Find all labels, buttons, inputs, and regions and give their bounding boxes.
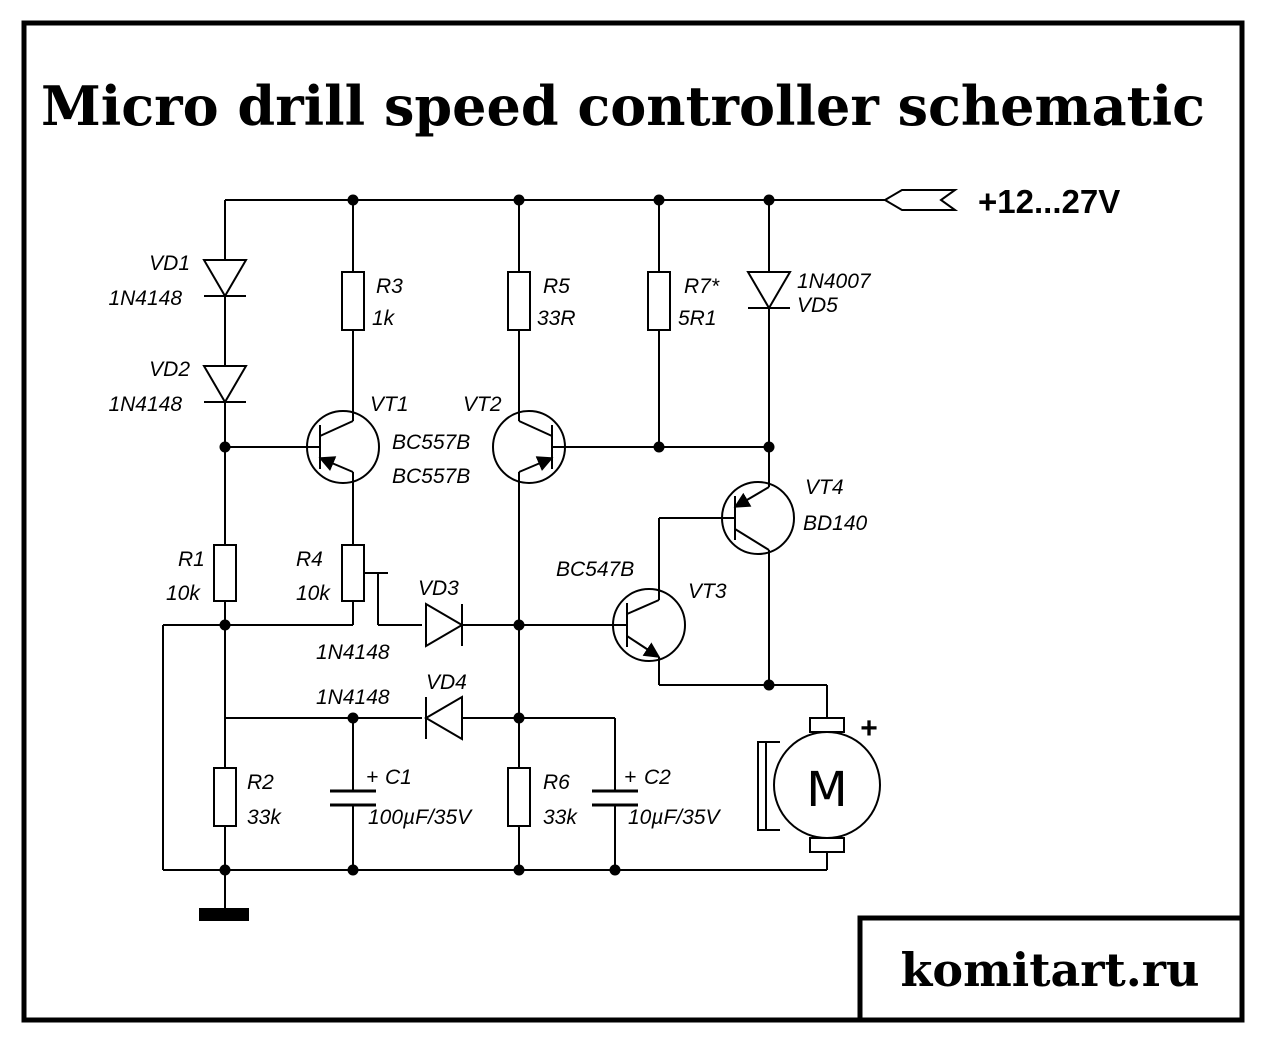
vd3-ref: VD3 (418, 577, 459, 600)
r1-value: 10k (166, 582, 201, 605)
c2-ref: C2 (644, 766, 671, 789)
vt1-value: BC557B (392, 431, 470, 454)
r4-ref: R4 (296, 548, 323, 571)
resistor-r3 (341, 271, 365, 331)
motor-plus: + (860, 712, 878, 745)
transistor-vt4 (721, 481, 795, 555)
r4-value: 10k (296, 582, 331, 605)
vd5-ref: VD5 (797, 294, 838, 317)
r6-ref: R6 (543, 771, 570, 794)
r5-ref: R5 (543, 275, 570, 298)
diode-vd4 (424, 695, 463, 741)
supply-connector (883, 189, 959, 211)
vt2-value: BC557B (392, 465, 470, 488)
r6-value: 33k (543, 806, 578, 829)
diode-vd2 (202, 365, 248, 404)
transistor-vt2 (492, 410, 566, 484)
vd4-value: 1N4148 (316, 686, 390, 709)
resistor-r6 (507, 767, 531, 827)
r5-value: 33R (537, 307, 576, 330)
vd2-ref: VD2 (149, 358, 190, 381)
vd4-ref: VD4 (426, 671, 467, 694)
motor (757, 717, 881, 853)
vt4-value: BD140 (803, 512, 868, 535)
resistor-r2 (213, 767, 237, 827)
r7-ref: R7* (684, 275, 720, 298)
diagram-title: Micro drill speed controller schematic (41, 74, 1205, 138)
vt3-ref: VT3 (688, 580, 727, 603)
website-label: komitart.ru (901, 943, 1200, 997)
capacitor-c2 (592, 789, 638, 807)
resistor-r1 (213, 544, 237, 602)
vt2-ref: VT2 (463, 393, 502, 416)
outer-frame (21, 20, 1245, 1023)
c2-value: 10µF/35V (628, 806, 721, 829)
supply-voltage-label: +12...27V (978, 183, 1120, 220)
junction-dots (219, 194, 775, 876)
r2-ref: R2 (247, 771, 274, 794)
c1-value: 100µF/35V (368, 806, 473, 829)
vd3-value: 1N4148 (316, 641, 390, 664)
potentiometer-r4 (341, 544, 365, 602)
r1-ref: R1 (178, 548, 205, 571)
resistor-r5 (507, 271, 531, 331)
diode-vd5 (746, 271, 792, 310)
vt3-value: BC547B (556, 558, 634, 581)
c2-polarity: + (624, 766, 636, 789)
vd1-ref: VD1 (149, 252, 190, 275)
transistor-vt3 (612, 588, 686, 662)
website-box-frame (857, 915, 1242, 1020)
diode-vd1 (202, 259, 248, 298)
motor-symbol: M (806, 762, 847, 818)
c1-polarity: + (366, 766, 378, 789)
r7-value: 5R1 (678, 307, 717, 330)
vt4-ref: VT4 (805, 476, 844, 499)
transistor-vt1 (306, 410, 380, 484)
vd5-value: 1N4007 (797, 270, 872, 293)
c1-ref: C1 (385, 766, 412, 789)
resistor-r7 (647, 271, 671, 331)
vd1-value: 1N4148 (108, 287, 182, 310)
vt1-ref: VT1 (370, 393, 409, 416)
ground-symbol (199, 908, 249, 921)
diode-vd3 (425, 602, 464, 648)
r2-value: 33k (247, 806, 282, 829)
r3-value: 1k (372, 307, 396, 330)
capacitor-c1 (330, 789, 376, 807)
r3-ref: R3 (376, 275, 403, 298)
vd2-value: 1N4148 (108, 393, 182, 416)
wires (162, 189, 959, 910)
